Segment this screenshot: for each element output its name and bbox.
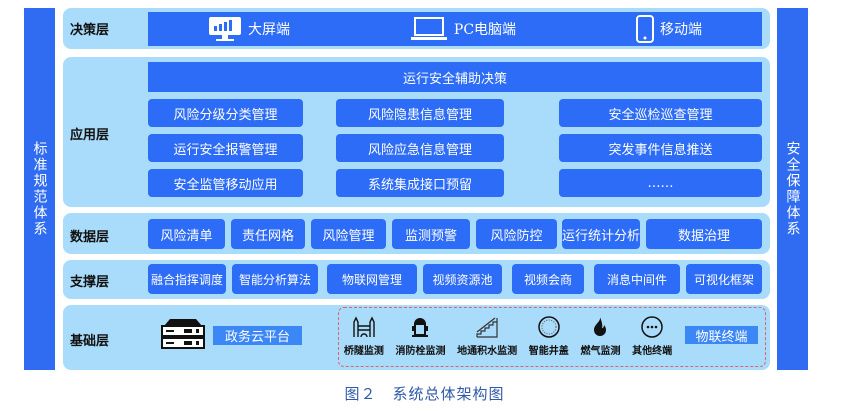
data-module: 监测预警 (392, 219, 470, 249)
laptop-icon (410, 17, 447, 40)
terminal-label: 燃气监测 (580, 346, 621, 357)
data-module: 风险清单 (148, 219, 225, 249)
app-module: 风险应急信息管理 (336, 134, 504, 162)
layer-label: 应用层 (70, 128, 110, 143)
app-module: 系统集成接口预留 (336, 169, 504, 197)
app-module: 安全巡检巡查管理 (559, 99, 762, 127)
flame-icon (594, 317, 607, 336)
support-module: 物联网管理 (327, 264, 417, 294)
app-module: 运行安全报警管理 (148, 134, 303, 162)
terminal-water: 地通积水监测 (457, 316, 517, 357)
data-module: 运行统计分析 (562, 219, 640, 249)
data-module: 责任网格 (231, 219, 305, 249)
layer-label: 数据层 (70, 230, 110, 245)
iot-terminal-group (338, 307, 766, 367)
support-module: 智能分析算法 (232, 264, 318, 294)
layer-label: 基础层 (70, 334, 110, 349)
app-module: 风险隐患信息管理 (336, 99, 504, 127)
data-module: 风险管理 (311, 219, 386, 249)
app-module: 安全监管移动应用 (148, 169, 303, 197)
figure-caption: 图２ 系统总体架构图 (344, 385, 505, 403)
app-module-more: …… (559, 169, 762, 197)
device-big-screen: 大屏端 (208, 16, 290, 42)
support-module: 消息中间件 (594, 264, 680, 294)
terminal-manhole: 智能井盖 (529, 316, 569, 357)
data-module: 数据治理 (646, 219, 762, 249)
bridge-tunnel-icon (353, 316, 375, 338)
monitor-chart-icon (208, 17, 241, 41)
device-label: PC电脑端 (453, 22, 517, 38)
decision-bar: 大屏端 PC电脑端 移动端 (148, 12, 762, 46)
gov-cloud-platform: 政务云平台 (213, 326, 302, 345)
app-header-bar: 运行安全辅助决策 (148, 62, 762, 92)
device-label: 移动端 (660, 22, 703, 38)
device-label: 大屏端 (247, 22, 290, 38)
stairs-icon (476, 317, 498, 338)
app-module: 突发事件信息推送 (559, 134, 762, 162)
terminal-gas: 燃气监测 (580, 316, 620, 357)
fire-hydrant-icon (412, 318, 429, 337)
security-system-column: 安全保障体系 (777, 8, 808, 370)
terminal-label: 智能井盖 (528, 346, 569, 357)
layer-label: 决策层 (70, 23, 110, 38)
iot-terminal-label: 物联终端 (685, 326, 758, 345)
smartphone-icon (636, 15, 655, 43)
terminal-label: 消防栓监测 (395, 346, 446, 357)
more-dots-icon (641, 316, 663, 338)
support-module: 视频会商 (512, 264, 584, 294)
terminal-other: 其他终端 (632, 316, 672, 357)
terminal-label: 其他终端 (632, 346, 673, 357)
support-module: 视频资源池 (423, 264, 502, 294)
app-module: 风险分级分类管理 (148, 99, 303, 127)
device-mobile: 移动端 (636, 15, 702, 43)
terminal-hydrant: 消防栓监测 (395, 316, 445, 357)
terminal-label: 地通积水监测 (457, 346, 518, 357)
support-module: 融合指挥调度 (148, 264, 226, 294)
iot-terminals: 桥隧监测 消防栓监测 地通积水监测 智能井盖 燃气监测 其他终端 (338, 316, 678, 357)
support-module: 可视化框架 (686, 264, 762, 294)
standards-system-column: 标准规范体系 (24, 8, 55, 370)
terminal-label: 桥隧监测 (343, 346, 384, 357)
manhole-cover-icon (538, 316, 560, 338)
terminal-bridge: 桥隧监测 (344, 316, 384, 357)
server-icon (161, 319, 205, 349)
device-pc: PC电脑端 (410, 17, 516, 41)
layer-label: 支撑层 (70, 275, 110, 290)
data-module: 风险防控 (476, 219, 557, 249)
